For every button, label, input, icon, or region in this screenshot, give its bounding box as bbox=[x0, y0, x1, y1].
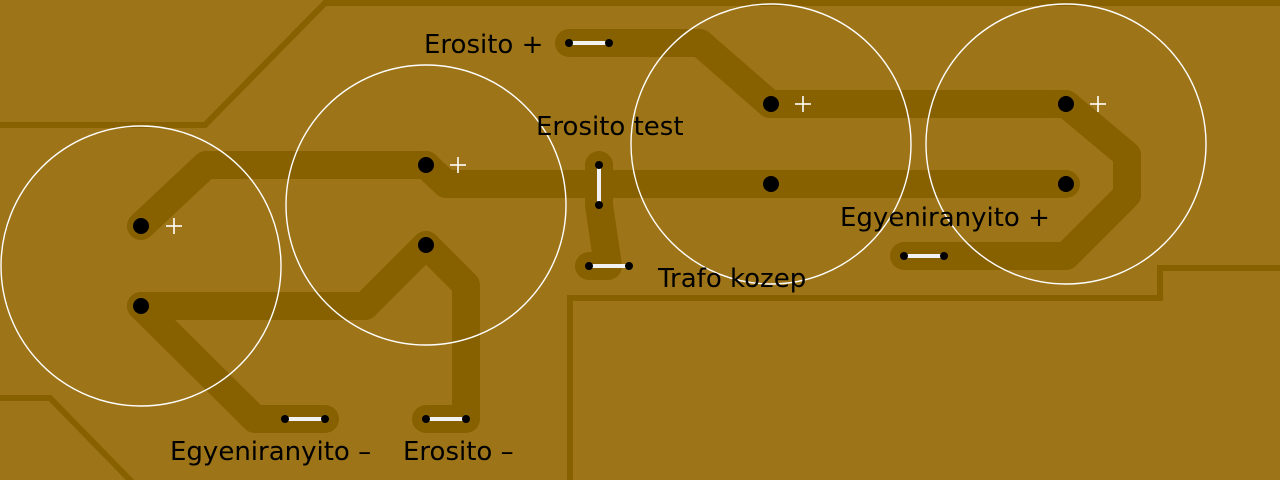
label-rect-minus: Egyeniranyito – bbox=[170, 437, 371, 467]
capacitors bbox=[0, 3, 1207, 407]
pads bbox=[133, 39, 1074, 423]
pad-jumper bbox=[605, 39, 613, 47]
capacitor-4-outline bbox=[925, 3, 1207, 285]
pad-jumper bbox=[625, 262, 633, 270]
pad-jumper bbox=[595, 161, 603, 169]
pad-c1-neg bbox=[133, 298, 149, 314]
label-amp-minus: Erosito – bbox=[403, 437, 514, 467]
capacitor-2-outline bbox=[285, 64, 567, 346]
trace-rect-minus bbox=[127, 292, 339, 433]
trace-cap1-neg-cap2-neg bbox=[127, 231, 440, 320]
pad-c3-pos bbox=[763, 96, 779, 112]
pad-c2-pos bbox=[418, 157, 434, 173]
board-outline-bottom bbox=[0, 395, 135, 480]
label-amp-ground: Erosito test bbox=[536, 112, 684, 142]
trace-cap1-pos-cap2-pos bbox=[127, 151, 440, 240]
polarity-marks bbox=[166, 96, 1106, 234]
label-amp-plus: Erosito + bbox=[424, 30, 543, 60]
pad-c1-pos bbox=[133, 218, 149, 234]
plus-icon bbox=[1090, 96, 1106, 112]
label-rect-plus: Egyeniranyito + bbox=[840, 203, 1050, 233]
pad-jumper bbox=[321, 415, 329, 423]
board-outline-cutout bbox=[567, 265, 1280, 480]
label-trafo-center: Trafo kozep bbox=[657, 264, 806, 294]
plus-icon bbox=[795, 96, 811, 112]
pad-c2-neg bbox=[418, 237, 434, 253]
plus-icon bbox=[450, 157, 466, 173]
pad-jumper bbox=[595, 201, 603, 209]
labels: Erosito + Erosito test Trafo kozep Egyen… bbox=[170, 30, 1050, 467]
trace-rect-plus bbox=[890, 90, 1141, 270]
pad-c3-neg bbox=[763, 176, 779, 192]
pad-jumper bbox=[422, 415, 430, 423]
board-outline-top bbox=[0, 0, 1280, 128]
plus-icon bbox=[166, 218, 182, 234]
trace-amp-minus bbox=[412, 231, 480, 433]
capacitor-3-outline bbox=[630, 3, 912, 285]
trace-amp-plus bbox=[555, 29, 1080, 118]
trace-ground-rail bbox=[412, 151, 1080, 198]
pad-jumper bbox=[940, 252, 948, 260]
wire-jumpers bbox=[285, 41, 944, 421]
copper-traces bbox=[127, 29, 1141, 433]
pad-c4-pos bbox=[1058, 96, 1074, 112]
pad-c4-neg bbox=[1058, 176, 1074, 192]
pad-jumper bbox=[585, 262, 593, 270]
pad-jumper bbox=[281, 415, 289, 423]
capacitor-1-outline bbox=[0, 125, 282, 407]
pad-jumper bbox=[565, 39, 573, 47]
pad-jumper bbox=[900, 252, 908, 260]
pad-jumper bbox=[462, 415, 470, 423]
